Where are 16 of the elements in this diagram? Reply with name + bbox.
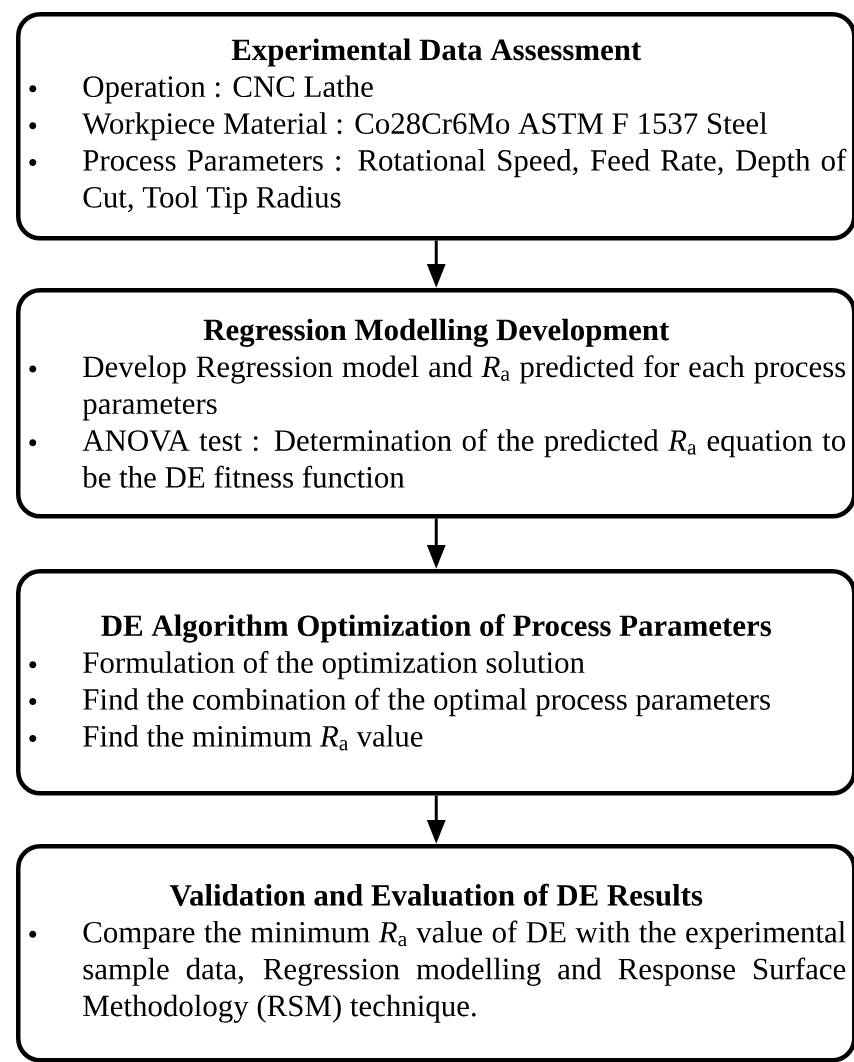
list-item: Find the combination of the optimal process parameters xyxy=(83,687,770,717)
list-item: Find the minimum R$_{a}$ value xyxy=(83,725,423,751)
heading: Regression Modelling Development xyxy=(203,318,670,347)
process-box xyxy=(16,569,854,796)
list-item: ANOVA test : Determination of the predicted R$_{a}$ equation to be the DE fitness function xyxy=(82,428,846,488)
list-item: Process Parameters : Rotational Speed, Feed Rate, Depth of Cut, Tool Tip Radius xyxy=(83,148,847,214)
process-box xyxy=(16,12,854,241)
heading: Experimental Data Assessment xyxy=(231,38,642,67)
heading: DE Algorithm Optimization of Process Parameters xyxy=(101,614,771,643)
list-item: Formulation of the optimization solution xyxy=(83,651,585,680)
list-item: Operation : CNC Lathe xyxy=(83,75,373,104)
list-item: Workpiece Material : Co28Cr6Mo ASTM F 1537 Steel xyxy=(82,112,768,141)
heading: Validation and Evaluation of DE Results xyxy=(169,883,703,906)
process-box xyxy=(16,844,854,1062)
process-box xyxy=(16,288,854,519)
list-item: Compare the minimum R$_{a}$ value of DE with the experimental sample data, Regression modelling and Response Surface Methodology (RSM) technique. xyxy=(83,920,846,1023)
